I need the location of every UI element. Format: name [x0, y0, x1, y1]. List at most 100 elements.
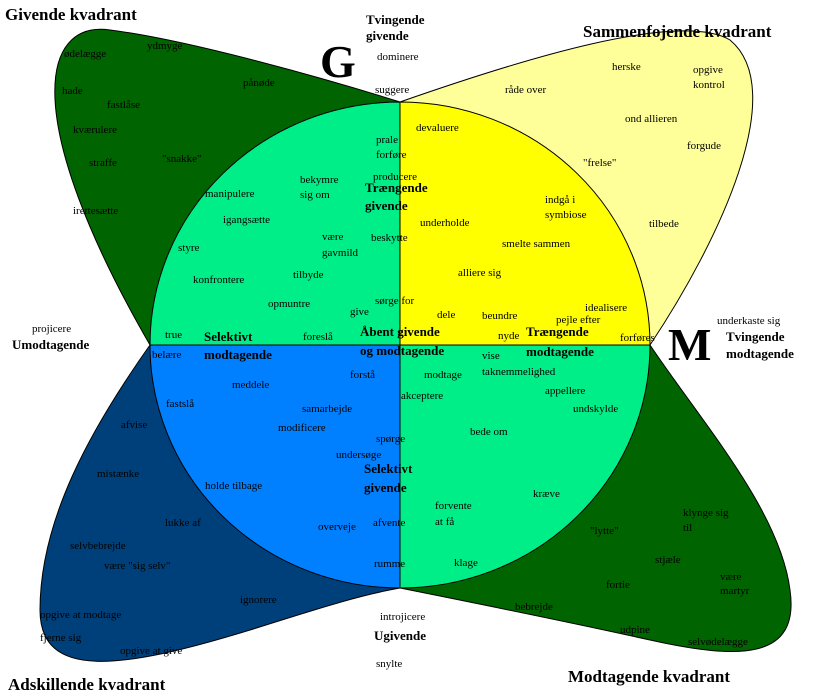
center-bl-line2: modtagende — [204, 347, 272, 362]
word-bl-core-9: overveje — [318, 521, 356, 533]
word-tr-core-9: pejle efter — [556, 314, 601, 326]
word-tr-core-6: idealisere — [585, 302, 627, 314]
word-br-core-8: forvente — [435, 500, 472, 512]
word-tl-petal-1: ødelægge — [64, 48, 106, 60]
word-tr-petal-5: forgude — [687, 140, 721, 152]
word-tr-petal-4: ond allieren — [625, 113, 678, 125]
word-br-core-1: taknemmelighed — [482, 366, 556, 378]
word-tr-core-3: underholde — [420, 217, 470, 229]
word-tl-petal-0: ydmyge — [147, 40, 183, 52]
axis-right-line1: Tvingende — [726, 329, 785, 344]
word-tl-petal-2: pånøde — [243, 77, 275, 89]
word-tl-core-8: gavmild — [322, 247, 359, 259]
word-br-core-10: klage — [454, 557, 478, 569]
corner-title-sammenfojende: Sammenfojende kvadrant — [583, 22, 772, 41]
word-tr-core-7: dele — [437, 309, 455, 321]
axis-top-word2: suggere — [375, 84, 409, 96]
word-bl-petal-5: ignorere — [240, 594, 277, 606]
word-br-petal-2: "lytte" — [590, 525, 619, 537]
core-traengende-givende — [149, 101, 401, 346]
word-tl-core-9: beskytte — [371, 232, 408, 244]
corner-title-modtagende: Modtagende kvadrant — [568, 667, 730, 686]
word-tr-core-1: indgå i — [545, 194, 575, 206]
word-br-petal-0: klynge sig — [683, 507, 729, 519]
word-tr-petal-2: kontrol — [693, 79, 725, 91]
word-tr-petal-6: "frelse" — [583, 157, 616, 169]
word-tr-core-0: devaluere — [416, 122, 459, 134]
axis-bottom-line: Ugivende — [374, 628, 426, 643]
word-tl-core-10: styre — [178, 242, 200, 254]
center-tl-line1: Trængende — [365, 180, 428, 195]
word-tl-petal-4: fastlåse — [107, 99, 140, 111]
word-tl-petal-7: "snakke" — [162, 153, 202, 165]
axis-right-word: underkaste sig — [717, 315, 781, 327]
corner-title-adskillende: Adskillende kvadrant — [8, 675, 166, 694]
word-bl-petal-4: være "sig selv" — [104, 560, 170, 572]
word-bl-petal-3: selvbebrejde — [70, 540, 126, 552]
word-tl-core-17: foreslå — [303, 331, 333, 343]
core-selektivt-givende — [399, 344, 651, 589]
word-bl-core-10: afvente — [373, 517, 405, 529]
center-br-line2: givende — [364, 480, 407, 495]
word-bl-core-11: rumme — [374, 558, 405, 570]
word-bl-core-4: samarbejde — [302, 403, 352, 415]
letter-m: M — [668, 319, 711, 370]
axis-left-line: Umodtagende — [12, 337, 90, 352]
word-br-core-6: bede om — [470, 426, 508, 438]
word-br-core-4: akceptere — [401, 390, 443, 402]
word-bl-petal-7: fjerne sig — [40, 632, 82, 644]
word-br-core-7: kræve — [533, 488, 560, 500]
word-tl-core-14: give — [350, 306, 369, 318]
core-traengende-modtagende — [399, 101, 651, 346]
word-tl-core-16: true — [165, 329, 182, 341]
word-tl-core-12: konfrontere — [193, 274, 244, 286]
word-bl-petal-2: lukke af — [165, 517, 201, 529]
word-tr-core-2: symbiose — [545, 209, 587, 221]
word-bl-core-6: spørge — [376, 433, 405, 445]
word-bl-core-5: modificere — [278, 422, 326, 434]
axis-bottom-word2: snylte — [376, 658, 402, 670]
word-tl-petal-3: hade — [62, 85, 83, 97]
word-tr-petal-0: herske — [612, 61, 641, 73]
word-tl-core-11: tilbyde — [293, 269, 324, 281]
word-bl-core-1: forstå — [350, 369, 375, 381]
word-br-petal-7: bebrejde — [515, 601, 553, 613]
word-tl-petal-8: irettesætte — [73, 205, 118, 217]
word-tl-core-13: opmuntre — [268, 298, 310, 310]
word-tr-core-8: beundre — [482, 310, 518, 322]
center-tl-line2: givende — [365, 198, 408, 213]
axis-left-word: projicere — [32, 323, 71, 335]
word-tl-core-4: sig om — [300, 189, 330, 201]
word-tl-petal-5: kværulere — [73, 124, 117, 136]
axis-top-line2: givende — [366, 28, 409, 43]
word-br-petal-6: fortie — [606, 579, 630, 591]
word-tl-core-3: bekymre — [300, 174, 339, 186]
word-br-petal-9: selvødelægge — [688, 636, 748, 648]
word-bl-core-8: holde tilbage — [205, 480, 262, 492]
word-bl-core-7: undersøge — [336, 449, 381, 461]
center-bl-line1: Selektivt — [204, 329, 253, 344]
word-bl-core-3: fastslå — [166, 398, 194, 410]
word-br-core-5: undskylde — [573, 403, 618, 415]
word-br-petal-1: til — [683, 522, 692, 534]
word-tl-core-2: producere — [373, 171, 417, 183]
word-br-petal-8: udpine — [620, 624, 650, 636]
word-br-core-9: at få — [435, 516, 454, 528]
word-tl-core-6: igangsætte — [223, 214, 270, 226]
word-labels: ydmyge ødelægge pånøde hade fastlåse kværuler… — [40, 40, 750, 657]
word-tr-core-10: nyde — [498, 330, 520, 342]
word-br-core-0: vise — [482, 350, 500, 362]
word-tl-petal-6: straffe — [89, 157, 117, 169]
word-bl-core-2: meddele — [232, 379, 269, 391]
word-br-petal-3: stjæle — [655, 554, 681, 566]
word-tl-core-1: forføre — [376, 149, 407, 161]
axis-top-line1: Tvingende — [366, 12, 425, 27]
word-tr-core-4: smelte sammen — [502, 238, 571, 250]
word-tl-core-7: være — [322, 231, 344, 243]
word-br-petal-4: være — [720, 571, 742, 583]
axis-bottom-word1: introjicere — [380, 611, 425, 623]
word-bl-petal-0: afvise — [121, 419, 147, 431]
axis-top-word1: dominere — [377, 51, 419, 63]
center-mid-line1: Åbent givende — [360, 324, 440, 339]
word-br-core-3: appellere — [545, 385, 585, 397]
